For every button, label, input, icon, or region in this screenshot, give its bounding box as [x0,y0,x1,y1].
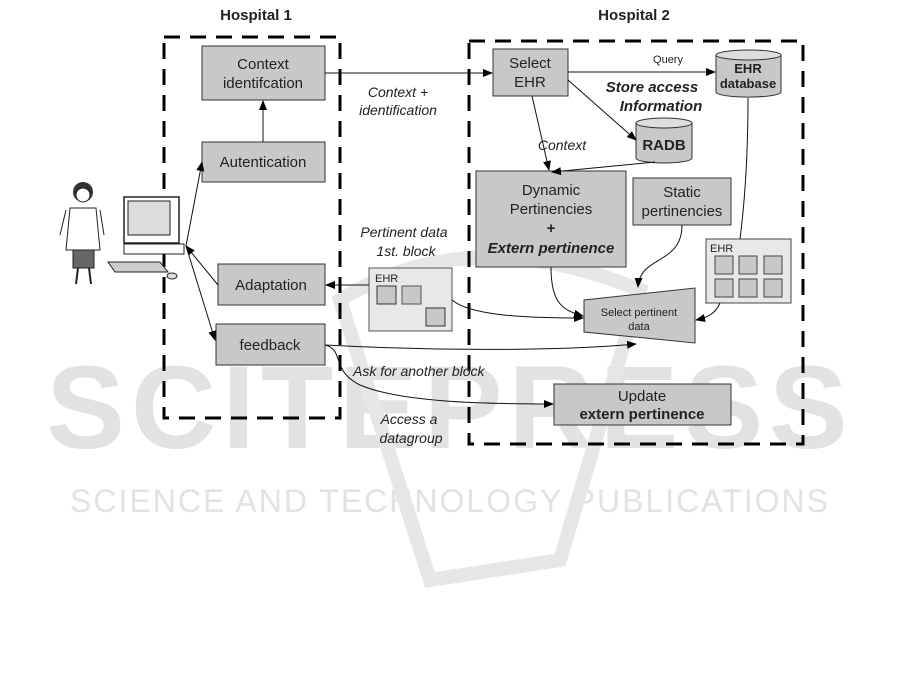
svg-text:Select: Select [509,55,552,72]
svg-text:Static: Static [663,184,701,201]
label-store-access-2: Information [620,98,703,115]
label-pertinent-2: 1st. block [376,243,436,259]
svg-text:extern pertinence: extern pertinence [579,406,704,423]
svg-text:Pertinencies: Pertinencies [510,201,593,218]
arrow-static-to-select [634,224,683,288]
arrow-access-datagroup [324,344,554,408]
arrow-adaptation-to-computer [185,245,219,286]
label-ask-block: Ask for another block [352,363,486,379]
svg-text:Update: Update [618,388,666,405]
line-db-to-panel [739,97,749,240]
arrow-computer-to-auth [185,161,205,247]
arrow-ask-another-block [324,340,637,350]
svg-text:database: database [720,76,776,91]
hospital2-boundary [467,39,805,446]
label-pertinent-1: Pertinent data [360,224,447,240]
authentication-box[interactable]: Autentication [201,141,326,183]
label-store-access-1: Store access [606,79,699,96]
svg-text:EHR: EHR [514,74,546,91]
hospital1-title: Hospital 1 [220,7,292,24]
svg-text:pertinencies: pertinencies [642,203,723,220]
arrow-context-to-dynamic [531,95,551,171]
radb-cylinder[interactable]: RADB [635,117,693,164]
pertinent-data-block: EHR [368,267,453,332]
label-context-ident-2: identification [359,102,437,118]
label-context: Context [538,137,587,153]
label-access-1: Access a [380,411,438,427]
select-pertinent-data-box[interactable]: Select pertinent data [583,287,696,344]
watermark-logo: SCITEPRESS [46,342,854,474]
svg-text:Autentication: Autentication [220,154,307,171]
svg-text:Select pertinent: Select pertinent [601,307,677,319]
svg-text:EHR: EHR [710,243,733,255]
arrow-store-access [567,79,637,141]
context-identification-box[interactable]: Context identifcation [201,45,326,101]
svg-text:Dynamic: Dynamic [522,182,581,199]
hospital2-title: Hospital 2 [598,7,670,24]
select-ehr-box[interactable]: Select EHR [492,48,569,97]
svg-text:identifcation: identifcation [223,75,303,92]
svg-text:RADB: RADB [642,137,685,154]
svg-text:EHR: EHR [734,61,762,76]
svg-text:EHR: EHR [375,273,398,285]
dynamic-pertinencies-box[interactable]: Dynamic Pertinencies + Extern pertinence [475,170,627,268]
svg-text:Context: Context [237,56,290,73]
label-context-ident-1: Context + [368,84,428,100]
svg-text:Adaptation: Adaptation [235,277,307,294]
ehr-panel[interactable]: EHR [705,238,792,304]
svg-text:feedback: feedback [240,337,301,354]
update-extern-pertinence-box[interactable]: Update extern pertinence [553,383,732,426]
svg-text:data: data [628,321,650,333]
arrow-panel-to-select [695,302,721,322]
arrow-radb-to-dynamic [551,161,656,176]
arrow-block-to-select [451,299,584,322]
watermark-tagline: SCIENCE AND TECHNOLOGY PUBLICATIONS [70,483,830,519]
connectors [185,68,749,408]
ehr-database-cylinder[interactable]: EHR database [715,49,782,98]
computer-icon [107,196,185,280]
static-pertinencies-box[interactable]: Static pertinencies [632,177,732,226]
adaptation-box[interactable]: Adaptation [217,263,326,306]
label-query: Query [653,54,683,66]
label-access-2: datagroup [379,430,442,446]
svg-text:+: + [547,220,556,237]
feedback-box[interactable]: feedback [215,323,326,366]
doctor-icon [59,182,105,285]
arrow-computer-to-feedback [185,245,217,341]
svg-text:Extern pertinence: Extern pertinence [488,240,615,257]
